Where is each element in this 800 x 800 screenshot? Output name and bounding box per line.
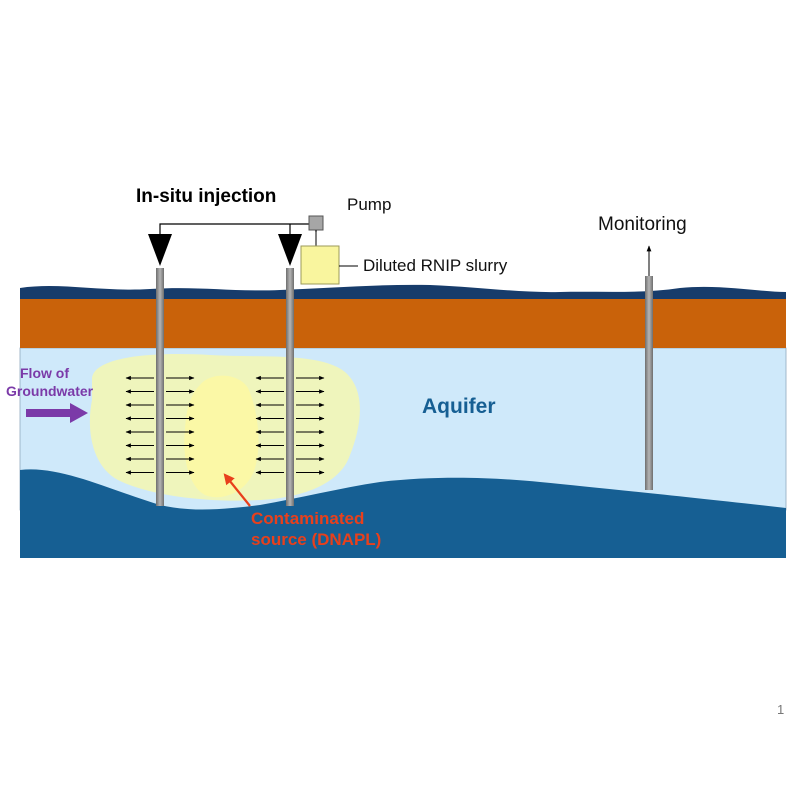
pump-label: Pump — [347, 195, 391, 214]
flow-label-line2: Groundwater — [6, 383, 94, 399]
page-number: 1 — [777, 702, 784, 717]
pump-icon — [308, 215, 324, 231]
dnapl-source-core — [184, 375, 259, 498]
ground-surface — [20, 284, 786, 299]
injection-arrow-right — [278, 234, 302, 266]
slurry-tank — [300, 245, 340, 285]
source-label-line1: Contaminated — [251, 509, 364, 528]
slurry-label: Diluted RNIP slurry — [363, 256, 508, 275]
source-pointer-arrow — [223, 473, 251, 507]
aquifer-label: Aquifer — [422, 395, 496, 418]
injection-well-right — [286, 268, 294, 506]
injection-well-left — [156, 268, 164, 506]
dispersion-arrows — [125, 375, 325, 475]
flow-label-line1: Flow of — [20, 365, 69, 381]
groundwater-flow-arrow — [26, 403, 88, 423]
injection-arrow-left — [148, 234, 172, 266]
source-label-line2: source (DNAPL) — [251, 530, 381, 549]
diagram-title: In-situ injection — [136, 186, 276, 207]
soil-layer — [20, 298, 786, 348]
monitoring-label: Monitoring — [598, 214, 687, 235]
bedrock-layer — [20, 469, 786, 558]
monitoring-well — [645, 276, 653, 490]
